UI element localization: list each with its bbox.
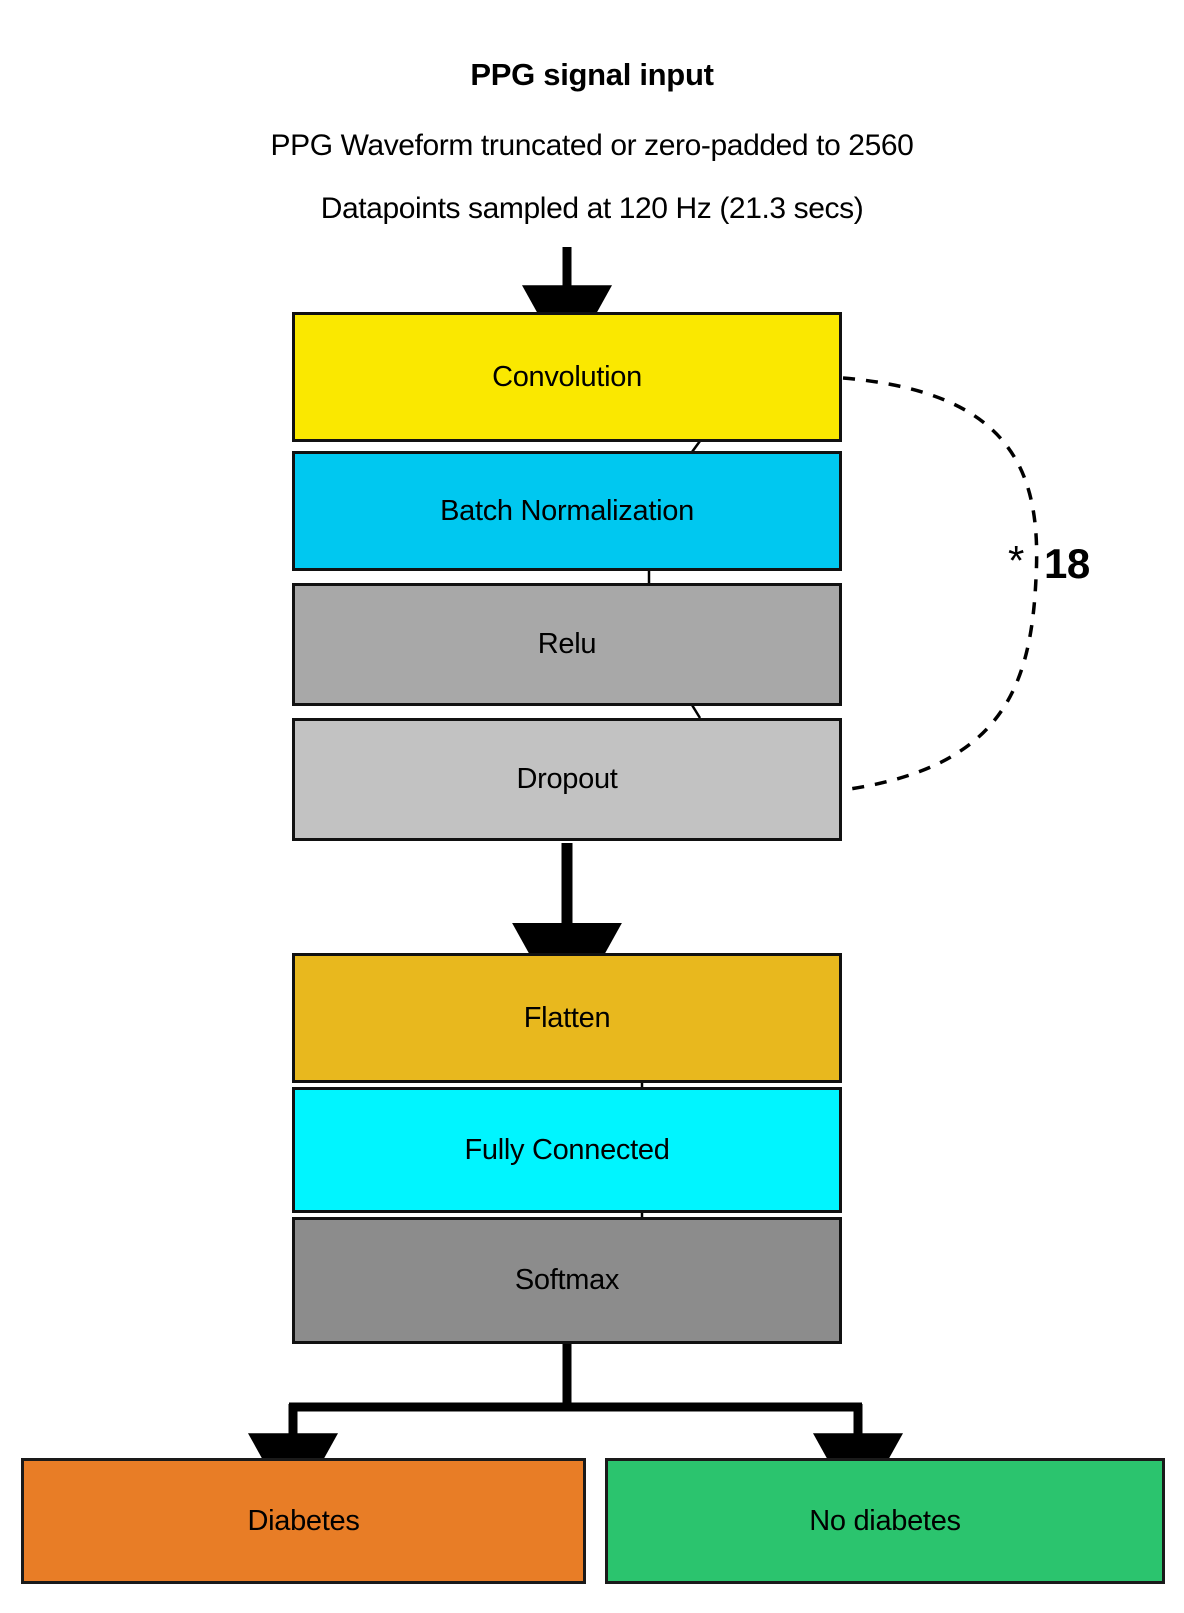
output-box-diabetes[interactable]: Diabetes: [21, 1458, 586, 1584]
page-title: PPG signal input: [470, 57, 714, 92]
layer-box-flatten[interactable]: Flatten: [292, 953, 842, 1083]
output-box-no-diabetes[interactable]: No diabetes: [605, 1458, 1165, 1584]
repeat-count-label: 18: [1044, 540, 1090, 587]
layer-box-convolution[interactable]: Convolution: [292, 312, 842, 442]
layer-box-relu[interactable]: Relu: [292, 583, 842, 706]
branch-softmax-to-outputs: [248, 1344, 903, 1515]
input-description-line-2: Datapoints sampled at 120 Hz (21.3 secs): [320, 192, 864, 225]
repeat-loop-dashed-arc: [842, 376, 1039, 792]
layer-box-dropout[interactable]: Dropout: [292, 718, 842, 841]
layer-box-softmax[interactable]: Softmax: [292, 1217, 842, 1344]
layer-box-fully-connected[interactable]: Fully Connected: [292, 1087, 842, 1213]
input-description-line-1: PPG Waveform truncated or zero-padded to…: [270, 129, 914, 162]
layer-box-batch-normalization[interactable]: Batch Normalization: [292, 451, 842, 571]
asterisk-icon: *: [1008, 537, 1025, 584]
connector-relu-to-dropout: [690, 704, 702, 719]
